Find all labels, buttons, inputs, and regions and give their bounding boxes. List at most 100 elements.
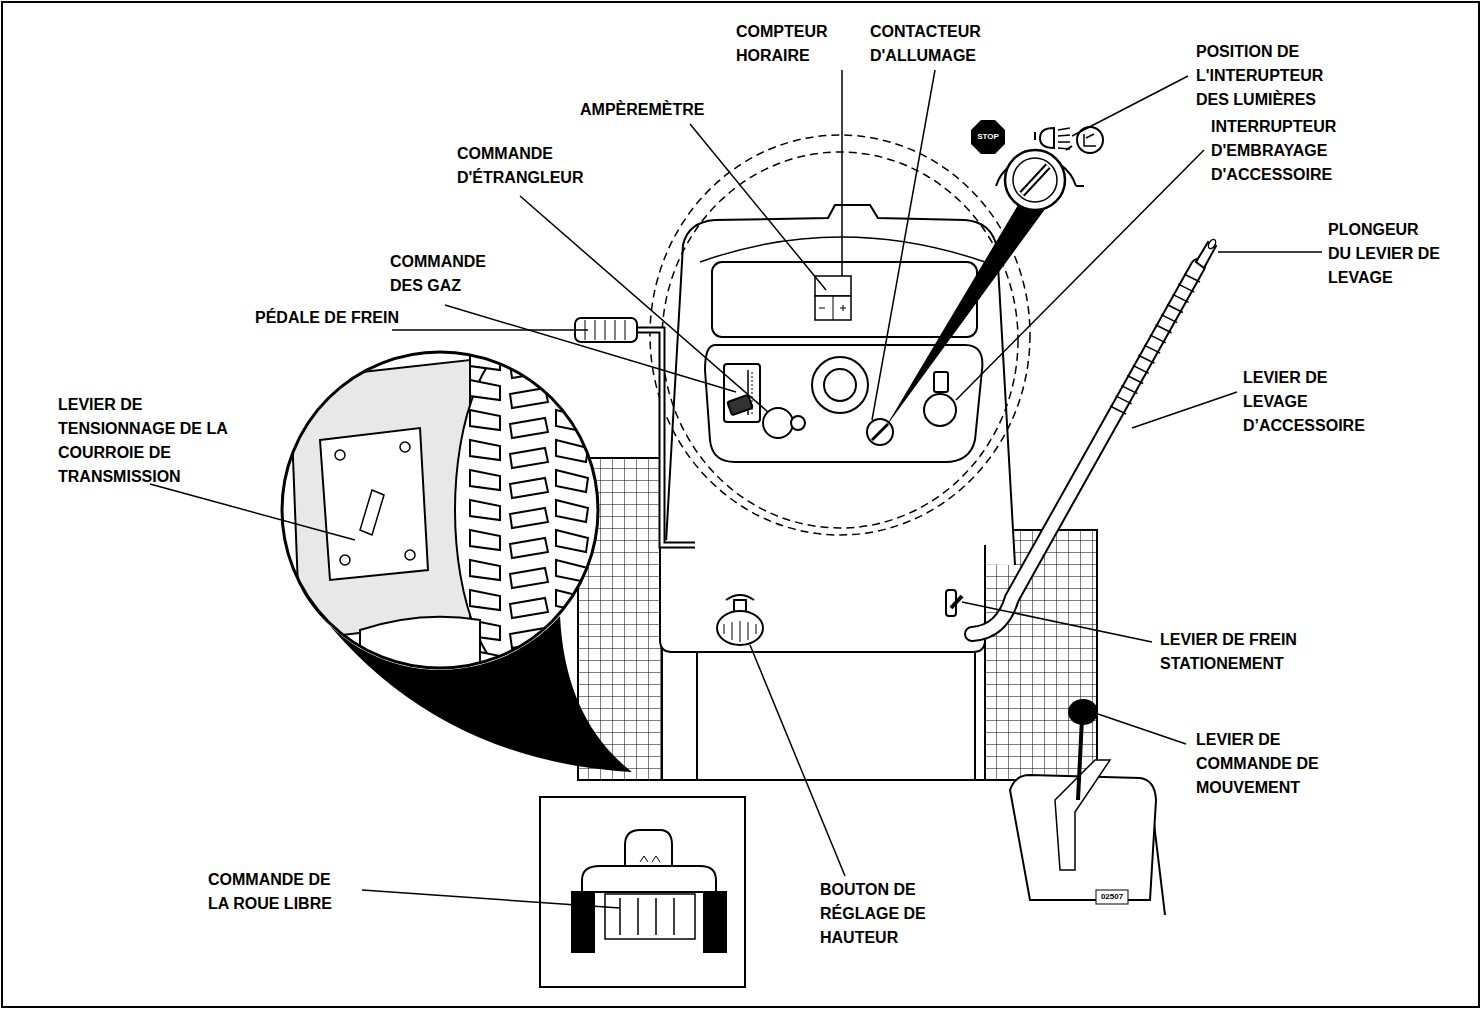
tire-tread (470, 500, 588, 528)
part-label: LEVIER DE LEVAGE D’ACCESSOIRE (1243, 366, 1393, 438)
steering-ignition (812, 357, 956, 445)
leader-line (1132, 392, 1237, 428)
lever-spring (1116, 396, 1132, 404)
tire-detail (360, 490, 384, 535)
tire-tread (470, 560, 588, 588)
tire-tread (470, 350, 588, 378)
dashboard (705, 345, 982, 462)
part-label: LEVIER DE COMMANDE DE MOUVEMENT (1196, 728, 1341, 800)
dashboard (819, 305, 846, 311)
tire-tread (470, 470, 588, 498)
tire-tread (470, 590, 588, 618)
leader-line (520, 196, 768, 412)
leader-line (872, 70, 935, 420)
frame-body (635, 779, 1015, 781)
leader-line (750, 645, 845, 876)
ignition-icon (971, 120, 1005, 154)
leader-line (690, 124, 826, 290)
steering-ignition (824, 369, 856, 401)
leader-line (150, 484, 355, 540)
throttle-choke (727, 395, 752, 416)
part-label: POSITION DE L'INTERUPTEUR DES LUMIÈRES (1196, 40, 1356, 112)
ignition-icon (1022, 166, 1048, 194)
part-label: AMPÈREMÈTRE (580, 98, 750, 122)
freewheel-inset (572, 892, 594, 952)
ignition-icon (1022, 166, 1048, 194)
height-knob (724, 621, 756, 642)
inset-detail (280, 335, 605, 685)
lever-spring (1173, 294, 1189, 302)
tire-tread (470, 410, 588, 438)
leader-line (1218, 251, 1322, 253)
lever-spring (1156, 325, 1172, 333)
steering-ignition (812, 357, 868, 413)
steering-ignition (924, 394, 956, 426)
motion-lever (1010, 700, 1156, 904)
lever-spring (1138, 355, 1154, 363)
leader-line (841, 70, 843, 276)
leader-line (445, 305, 736, 392)
dashboard (705, 262, 982, 462)
part-label: COMMANDE D'ÉTRANGLEUR (457, 142, 607, 190)
leader-line (962, 602, 1152, 642)
part-label: PLONGEUR DU LEVIER DE LEVAGE (1328, 218, 1440, 290)
leader-line (956, 150, 1204, 400)
motion-lever (1069, 700, 1097, 724)
hood-outline (650, 135, 1030, 535)
lever-spring (1161, 315, 1177, 323)
height-knob (717, 595, 763, 645)
lever-spring (1110, 274, 1200, 414)
brake-pedal (585, 320, 625, 340)
icon-text: STOP (971, 132, 1005, 141)
lever-spring (1150, 335, 1166, 343)
leader-line (150, 70, 1322, 908)
leader-line (392, 329, 588, 331)
throttle-choke (724, 364, 805, 438)
lever-spring (1121, 386, 1137, 394)
freewheel-inset (540, 797, 745, 987)
part-label: LEVIER DE FREIN STATIONEMENT (1160, 628, 1342, 676)
part-label: INTERRUPTEUR D'EMBRAYAGE D'ACCESSOIRE (1211, 115, 1376, 187)
lever-spring (1110, 406, 1126, 414)
lever-spring (1144, 345, 1160, 353)
lift-lever (972, 266, 1198, 634)
lever-spring (1167, 304, 1183, 312)
dashboard (815, 296, 851, 320)
tire-detail (405, 550, 415, 560)
ignition-icon (1005, 150, 1065, 210)
tire-detail (290, 360, 470, 640)
figure-number: 02507 (1096, 892, 1128, 901)
ignition-icon (885, 205, 1048, 428)
brake-pedal (637, 330, 695, 545)
tire-detail (360, 617, 480, 670)
part-label: PÉDALE DE FREIN (255, 306, 445, 330)
hood-outline (650, 135, 1030, 565)
freewheel-inset (704, 892, 726, 952)
frame-body (696, 652, 698, 780)
tire-tread (470, 650, 588, 678)
height-knob (726, 595, 754, 600)
leader-line (362, 890, 620, 908)
tire-tread (470, 530, 588, 558)
freewheel-inset (605, 894, 695, 939)
lift-lever (972, 266, 1198, 634)
ignition-icon (1013, 158, 1057, 202)
hood-outline (665, 205, 1015, 565)
ignition-icon (1084, 134, 1096, 146)
tire-tread (470, 350, 588, 678)
hood-outline (662, 152, 1018, 528)
lever-spring (1133, 365, 1149, 373)
dashboard (815, 276, 851, 296)
parking-lever (946, 590, 962, 616)
frame-body (974, 652, 976, 780)
part-label: COMMANDE DES GAZ (390, 250, 515, 298)
lift-lever (972, 238, 1217, 634)
steering-ignition (867, 419, 893, 445)
ignition-icon (1058, 128, 1070, 149)
tire-tread (470, 620, 588, 648)
part-label: BOUTON DE RÉGLAGE DE HAUTEUR (820, 878, 942, 950)
steering-ignition (934, 372, 948, 392)
